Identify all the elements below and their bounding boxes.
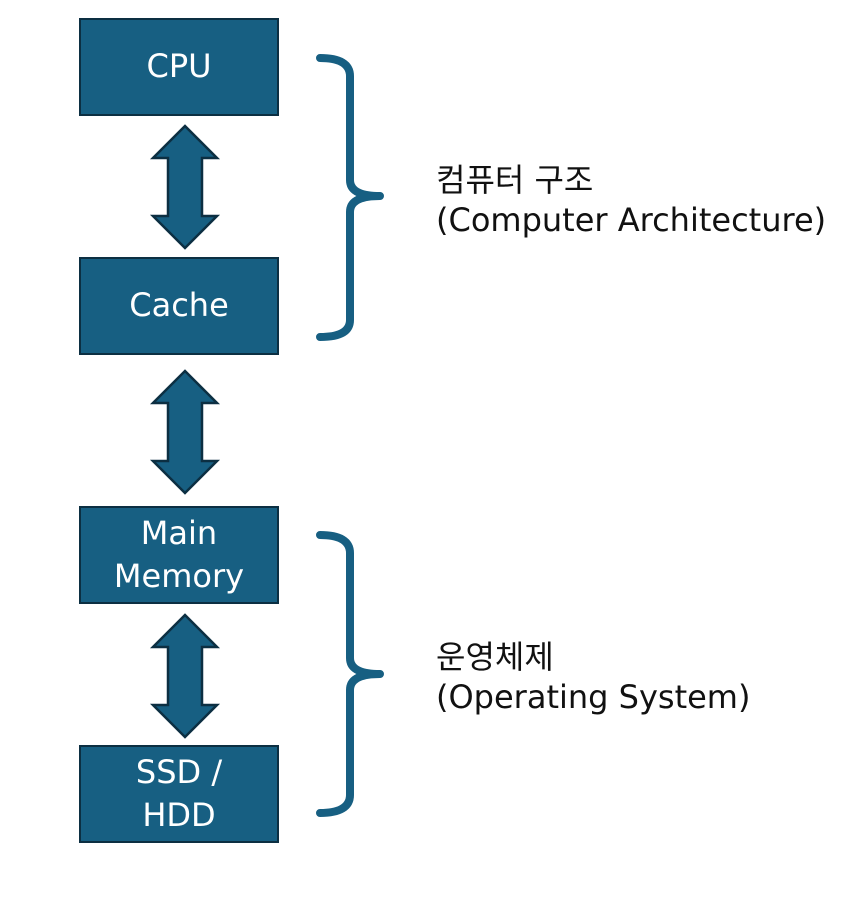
- architecture-group-label: 컴퓨터 구조 (Computer Architecture): [436, 160, 826, 240]
- brace-os-icon: [316, 531, 384, 817]
- os-group-label: 운영체제 (Operating System): [436, 637, 750, 717]
- double-arrow-cpu-cache-icon: [149, 124, 221, 250]
- brace-architecture-icon: [316, 54, 384, 341]
- main-memory-label-line2: Memory: [113, 557, 245, 595]
- main-memory-label-line1: Main: [140, 513, 218, 552]
- cpu-label: CPU: [146, 47, 212, 86]
- double-arrow-memory-ssd-icon: [149, 613, 221, 739]
- ssd-hdd-label-line2: HDD: [142, 796, 216, 834]
- main-memory-box: Main Memory: [79, 506, 279, 604]
- cache-label: Cache: [129, 286, 229, 325]
- cpu-box: CPU: [79, 18, 279, 116]
- architecture-subtitle: (Computer Architecture): [436, 201, 827, 239]
- cache-box: Cache: [79, 257, 279, 355]
- architecture-title: 컴퓨터 구조: [436, 161, 594, 199]
- double-arrow-cache-memory-icon: [149, 369, 221, 495]
- os-title: 운영체제: [436, 638, 554, 676]
- ssd-hdd-label-line1: SSD /: [135, 752, 223, 791]
- ssd-hdd-box: SSD / HDD: [79, 745, 279, 843]
- os-subtitle: (Operating System): [436, 678, 751, 716]
